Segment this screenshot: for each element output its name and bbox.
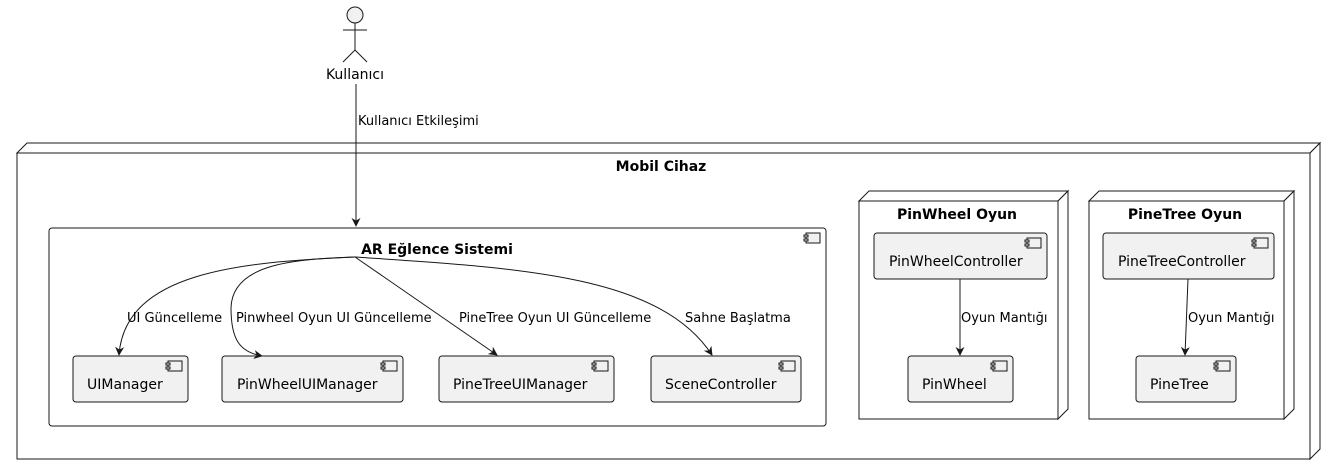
edge-label: Pinwheel Oyun UI Güncelleme <box>236 311 432 326</box>
edge-scene-start: Sahne Başlatma <box>354 256 791 356</box>
edge-label: Kullanıcı Etkileşimi <box>358 114 479 129</box>
actor-label: Kullanıcı <box>326 67 384 83</box>
component-pinetreeuimanager: PineTreeUIManager <box>438 355 615 403</box>
component-pinwheeluimanager: PinWheelUIManager <box>221 355 404 403</box>
component-icon <box>380 360 398 372</box>
component-icon <box>1213 360 1231 372</box>
component-label: PineTreeController <box>1118 254 1246 270</box>
actor-kullanici: Kullanıcı <box>326 6 384 83</box>
component-icon <box>1251 237 1269 249</box>
edge-label: UI Güncelleme <box>127 311 222 326</box>
component-icon <box>1024 237 1042 249</box>
node-title: PineTree Oyun <box>1128 207 1242 223</box>
edge-pinetree-logic: Oyun Mantığı <box>1180 278 1275 356</box>
edge-label: PineTree Oyun UI Güncelleme <box>459 311 651 326</box>
component-pinetreecontroller: PineTreeController <box>1102 232 1275 280</box>
edge-pinwheel-logic: Oyun Mantığı <box>955 279 1048 356</box>
component-icon <box>165 360 183 372</box>
component-uimanager: UIManager <box>72 355 189 403</box>
component-icon <box>778 360 796 372</box>
component-pinetree: PineTree <box>1135 355 1237 403</box>
component-icon <box>990 360 1008 372</box>
edge-user-interaction: Kullanıcı Etkileşimi <box>351 84 479 227</box>
edge-pinetree-ui-update: PineTree Oyun UI Güncelleme <box>354 256 651 356</box>
component-label: PinWheel <box>922 377 987 393</box>
node-title: PinWheel Oyun <box>897 207 1017 223</box>
edge-label: Oyun Mantığı <box>1188 311 1275 326</box>
component-icon <box>591 360 609 372</box>
component-label: PinWheelUIManager <box>237 377 378 393</box>
component-pinwheelcontroller: PinWheelController <box>873 232 1048 280</box>
component-label: PineTreeUIManager <box>453 377 588 393</box>
component-label: PineTree <box>1150 377 1209 393</box>
component-label: PinWheelController <box>889 254 1023 270</box>
component-label: UIManager <box>87 377 163 393</box>
component-icon <box>803 232 821 244</box>
component-scenecontroller: SceneController <box>650 355 802 403</box>
component-label: SceneController <box>665 377 777 393</box>
edge-pinwheel-ui-update: Pinwheel Oyun UI Güncelleme <box>230 256 432 359</box>
system-title: AR Eğlence Sistemi <box>361 242 513 258</box>
edge-label: Oyun Mantığı <box>961 311 1048 326</box>
actor-head-icon <box>346 6 364 24</box>
edge-label: Sahne Başlatma <box>685 311 791 326</box>
component-pinwheel: PinWheel <box>907 355 1014 403</box>
node-title: Mobil Cihaz <box>616 159 707 175</box>
